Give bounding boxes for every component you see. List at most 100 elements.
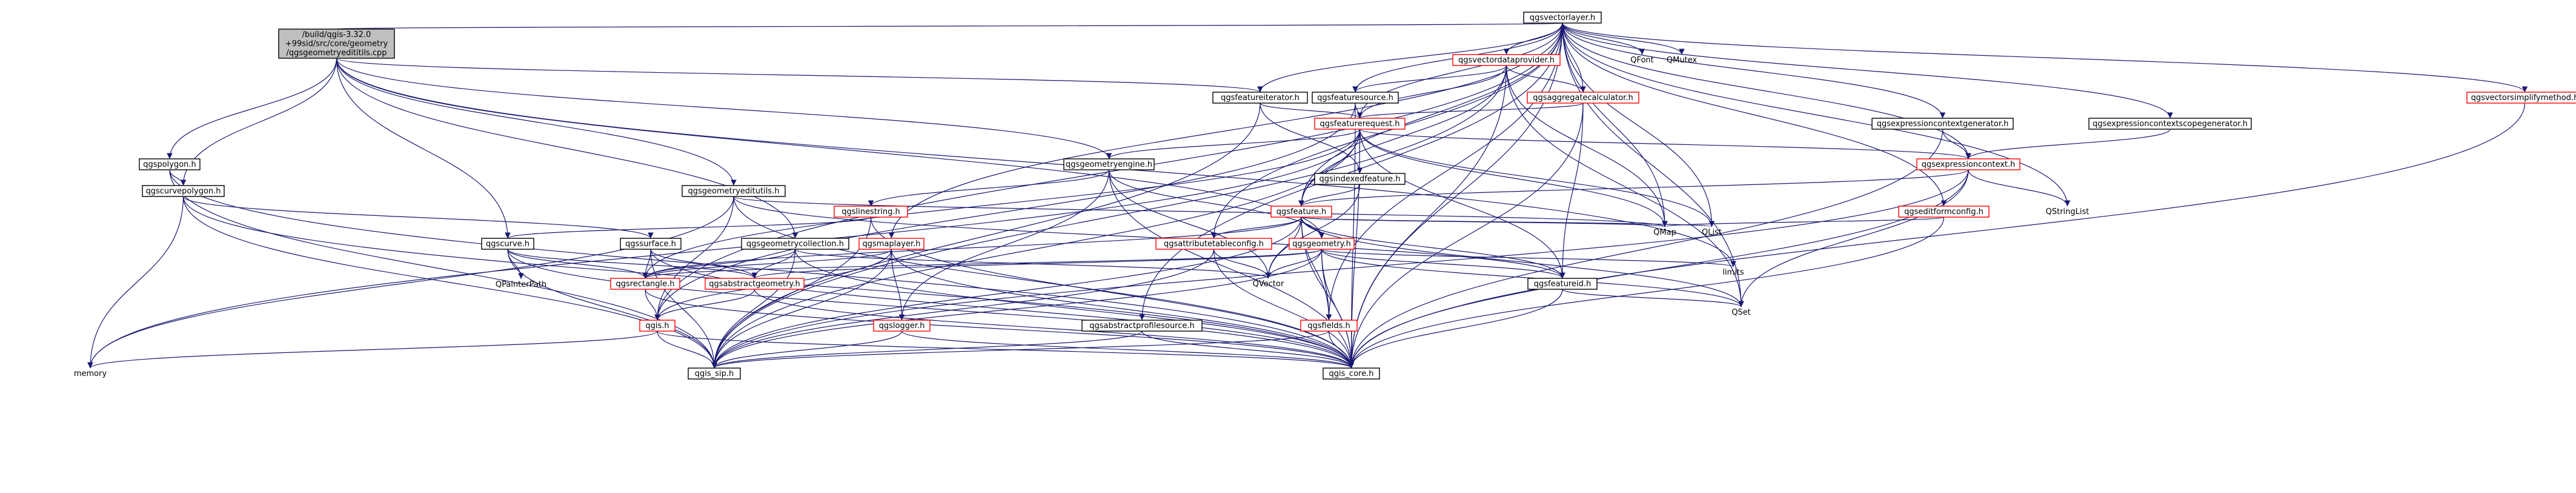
edge-qgsvectorlayer-to-qgsexpressioncontextgenerator [1562,22,1946,119]
node-box-qgslinestring [834,206,908,218]
edge-qgsexpressioncontextgenerator-to-qgis_core [1348,129,1944,369]
node-qgslinestring[interactable]: qgslinestring.h [834,206,908,218]
node-qgssurface[interactable]: qgssurface.h [620,238,682,250]
edge-qgsfeature-to-QVector [1265,216,1302,279]
node-box-qgis_core [1323,367,1380,380]
edge-qgsfeatureiterator-to-qgsindexedfeature [1260,102,1363,174]
node-box-qgsmaplayer [858,238,925,250]
edge-qgsgeometrycollection-to-qgsrectangle [642,249,796,279]
node-box-qgsabstractgeometry [705,278,805,290]
edge-qgsvectordataprovider-to-qgsaggregatecalculator [1505,65,1586,93]
edge-qgsvectorlayer-to-QSet [1562,22,1744,307]
edge-qgsfeaturesource-to-qgis [654,102,1356,321]
node-qgsexpressioncontext[interactable]: qgsexpressioncontext.h [1916,158,2020,170]
node-qgsgeometry[interactable]: qgsgeometry.h [1289,238,1355,250]
node-qgsabstractprofilesource[interactable]: qgsabstractprofilesource.h [1081,320,1203,332]
edge-qgsfeaturerequest-to-qgsgeometryengine [1106,129,1361,159]
node-qgsexpressioncontextgenerator[interactable]: qgsexpressioncontextgenerator.h [1871,118,2014,130]
node-QMap[interactable]: QMap [1653,228,1676,237]
node-qgsaggregatecalculator[interactable]: qgsaggregatecalculator.h [1527,92,1639,104]
node-qgsfeature[interactable]: qgsfeature.h [1270,206,1332,218]
node-box-qgsgeometrycollection [741,238,849,250]
node-label-qgspolygon: qgspolygon.h [143,160,196,169]
node-limits[interactable]: limits [1722,268,1744,277]
edge-qgsexpressioncontext-to-qgsfeature [1298,169,1969,207]
node-qgsfeatureiterator[interactable]: qgsfeatureiterator.h [1212,92,1308,104]
node-box-qgsaggregatecalculator [1527,92,1639,104]
edge-qgsgeometryeditutils-to-QMap [733,196,1668,227]
edge-qgsrectangle-to-qgis_core [645,289,1355,369]
node-QMutex[interactable]: QMutex [1667,56,1698,65]
node-qgscurvepolygon[interactable]: qgscurvepolygon.h [142,185,225,197]
node-memory[interactable]: memory [74,369,107,378]
edge-qgsgeometry-to-qgsabstractgeometry [752,249,1323,279]
node-label-qgseditformconfig: qgseditformconfig.h [1904,207,1983,216]
node-qgspolygon[interactable]: qgspolygon.h [139,158,201,170]
edge-qgsgeometryengine-to-qgslogger [898,169,1110,321]
edge-qgsabstractprofilesource-to-qgis_sip [711,330,1143,369]
node-qgsfeaturerequest[interactable]: qgsfeaturerequest.h [1314,118,1406,130]
node-label-qgsfeaturesource: qgsfeaturesource.h [1317,93,1393,102]
node-qgsfields[interactable]: qgsfields.h [1300,320,1358,332]
node-label-qgsindexedfeature: qgsindexedfeature.h [1320,175,1401,184]
node-qgsrectangle[interactable]: qgsrectangle.h [610,278,680,290]
node-QList[interactable]: QList [1702,228,1722,237]
edge-qgsexpressioncontextscopegenerator-to-qgsexpressioncontext [1965,129,2171,159]
edge-qgsfeaturerequest-to-qgsfeature [1298,129,1361,207]
node-box-qgsgeometry [1289,238,1355,250]
edge-qgsindexedfeature-to-qgsfeature [1298,184,1361,207]
edge-qgsmaplayer-to-qgis_core [891,249,1355,369]
node-label-qgscurvepolygon: qgscurvepolygon.h [145,187,221,196]
node-label-qgsfeaturerequest: qgsfeaturerequest.h [1320,119,1400,129]
node-QPainterPath[interactable]: QPainterPath [496,280,546,289]
node-label-qgsgeometrycollection: qgsgeometrycollection.h [746,240,844,249]
edge-qgsvectorlayer-to-QFont [1562,22,1645,55]
edge-qgsgeometrycollection-to-qgis_core [794,249,1355,369]
edge-qgis-to-qgis_core [657,330,1354,369]
node-qgsfeaturesource[interactable]: qgsfeaturesource.h [1312,92,1399,104]
edge-qgis-to-memory [87,330,658,369]
node-box-qgslogger [873,320,931,332]
node-qgsvectorsimplifymethod[interactable]: qgsvectorsimplifymethod.h [2466,92,2576,104]
node-QFont[interactable]: QFont [1630,56,1654,65]
edges-layer [87,22,2528,369]
node-qgsfeatureid[interactable]: qgsfeatureid.h [1527,278,1598,290]
node-qgsexpressioncontextscopegenerator[interactable]: qgsexpressioncontextscopegenerator.h [2088,118,2252,130]
nodes-layer: /build/qgis-3.32.0+99sid/src/core/geomet… [74,12,2576,380]
node-qgsindexedfeature[interactable]: qgsindexedfeature.h [1314,173,1406,185]
node-box-qgsgeometryengine [1063,158,1155,170]
node-qgis_core[interactable]: qgis_core.h [1323,367,1380,380]
node-QVector[interactable]: QVector [1253,280,1284,289]
node-qgsvectorlayer[interactable]: qgsvectorlayer.h [1523,12,1602,24]
node-root[interactable]: /build/qgis-3.32.0+99sid/src/core/geomet… [278,29,395,59]
edge-qgssurface-to-qgsabstractgeometry [650,249,758,279]
node-label-QList: QList [1702,228,1722,237]
edge-qgsvectorlayer-to-QMap [1562,22,1668,227]
node-qgsgeometryeditutils[interactable]: qgsgeometryeditutils.h [682,185,786,197]
node-QStringList[interactable]: QStringList [2046,207,2090,216]
node-qgslogger[interactable]: qgslogger.h [873,320,931,332]
node-qgscurve[interactable]: qgscurve.h [481,238,534,250]
node-qgis_sip[interactable]: qgis_sip.h [688,367,741,380]
node-QSet[interactable]: QSet [1731,308,1751,317]
node-qgseditformconfig[interactable]: qgseditformconfig.h [1898,206,1990,218]
node-label-qgsattributetableconfig: qgsattributetableconfig.h [1164,240,1264,249]
edge-qgsvectorlayer-to-qgsabstractprofilesource [1139,22,1563,321]
edge-qgsgeometry-to-qgsrectangle [642,249,1323,279]
node-qgsattributetableconfig[interactable]: qgsattributetableconfig.h [1155,238,1272,250]
edge-qgsindexedfeature-to-QVector [1265,184,1361,279]
edge-root-to-qgsfeatureiterator [336,58,1263,93]
node-qgsgeometrycollection[interactable]: qgsgeometrycollection.h [741,238,849,250]
node-qgsabstractgeometry[interactable]: qgsabstractgeometry.h [705,278,805,290]
edge-qgsfeaturerequest-to-qgsexpressioncontext [1359,129,1971,159]
node-label-qgsmaplayer: qgsmaplayer.h [863,240,921,249]
node-qgis[interactable]: qgis.h [639,320,676,332]
node-box-qgsgeometryeditutils [682,185,786,197]
node-qgsvectordataprovider[interactable]: qgsvectordataprovider.h [1452,54,1561,66]
node-qgsgeometryengine[interactable]: qgsgeometryengine.h [1063,158,1155,170]
edge-qgsaggregatecalculator-to-qgis_core [1348,102,1584,369]
node-box-qgsfeatureiterator [1212,92,1308,104]
node-label-qgsfeatureiterator: qgsfeatureiterator.h [1221,93,1300,102]
node-qgsmaplayer[interactable]: qgsmaplayer.h [858,238,925,250]
